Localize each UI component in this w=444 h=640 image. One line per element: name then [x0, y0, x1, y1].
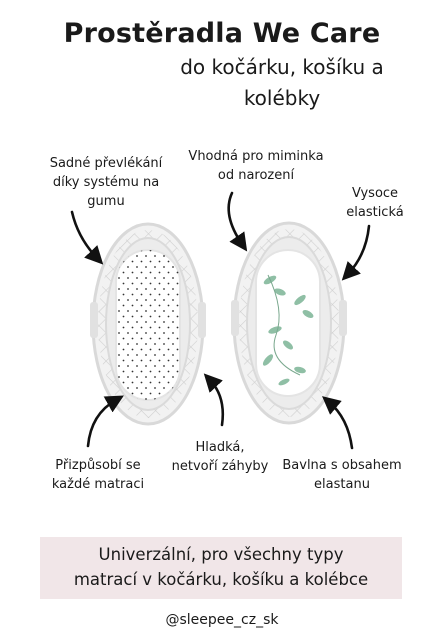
dotted-sheet [115, 249, 181, 401]
page-title: Prostěradla We Care [63, 18, 381, 49]
curved-arrow-icon [86, 395, 124, 448]
feature-smooth: Hladká, netvoří záhyby [171, 440, 269, 474]
leaf-sheet [255, 249, 321, 397]
feature-cotton: Bavlna s obsahem elastanu [282, 458, 402, 492]
social-handle: @sleepee_cz_sk [165, 612, 279, 628]
subtitle-line-2: kolébky [243, 86, 321, 110]
feature-elastic: Vysoce elastická [346, 186, 404, 220]
curved-arrow-icon [322, 396, 354, 450]
subtitle-line-1: do kočárku, košíku a [180, 55, 384, 79]
curved-arrow-icon [70, 210, 104, 265]
summary-banner-text: Univerzální, pro všechny typy matrací v … [73, 545, 369, 589]
feature-newborn: Vhodná pro miminka od narození [188, 149, 324, 183]
summary-banner [40, 537, 402, 599]
feature-fitted: Sadné převlékání díky systému na gumu [49, 156, 163, 209]
curved-arrow-icon [203, 373, 225, 427]
curved-arrow-icon [227, 191, 248, 252]
feature-adapts: Přizpůsobí se každé matraci [51, 458, 145, 492]
curved-arrow-icon [341, 224, 371, 281]
